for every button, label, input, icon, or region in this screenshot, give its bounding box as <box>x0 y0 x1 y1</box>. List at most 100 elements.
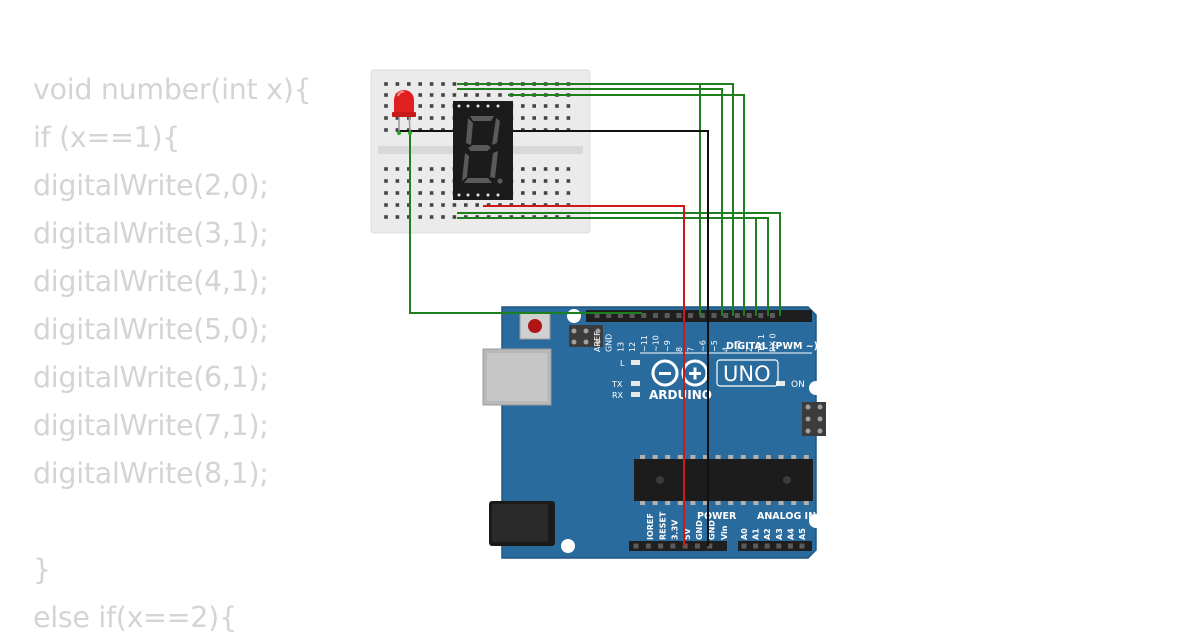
breadboard-hole <box>464 93 468 97</box>
breadboard-hole <box>384 93 388 97</box>
breadboard-hole <box>395 128 400 132</box>
breadboard-hole <box>429 179 434 183</box>
breadboard-hole <box>429 191 434 195</box>
breadboard-hole <box>532 191 536 195</box>
analog-header <box>738 541 812 551</box>
digital-header-pins <box>594 313 775 318</box>
header-pin <box>746 313 752 318</box>
breadboard-hole <box>532 104 536 108</box>
digital-pin-label: 4 <box>722 347 731 352</box>
breadboard-hole <box>429 116 434 120</box>
breadboard-hole <box>395 215 400 219</box>
code-line: if (x==1){ <box>33 121 181 154</box>
analog-pin-label: A2 <box>763 528 772 540</box>
header-pin <box>787 543 793 549</box>
breadboard-hole <box>418 191 422 195</box>
breadboard-hole <box>566 116 571 120</box>
breadboard-hole <box>384 167 388 171</box>
breadboard-hole <box>407 179 411 183</box>
breadboard-hole <box>418 167 422 171</box>
power-pin-label: GND <box>708 520 717 540</box>
digital-pin-label: 8 <box>675 347 684 352</box>
breadboard-hole <box>418 104 422 108</box>
breadboard-hole <box>395 179 400 183</box>
breadboard-hole <box>441 179 445 183</box>
code-line: digitalWrite(8,1); <box>33 457 269 490</box>
red-led-icon <box>392 90 416 135</box>
analog-pin-label: A1 <box>752 528 761 540</box>
power-header <box>629 541 727 551</box>
code-line: digitalWrite(5,0); <box>33 313 269 346</box>
header-pin <box>670 543 676 549</box>
tx-led-label: TX <box>611 380 623 389</box>
breadboard-hole <box>452 82 457 86</box>
breadboard-hole <box>555 104 559 108</box>
header-pin <box>617 313 623 318</box>
breadboard-hole <box>521 116 525 120</box>
breadboard-hole <box>407 215 411 219</box>
breadboard-hole <box>384 215 388 219</box>
digital-pin-label: 7 <box>687 347 696 352</box>
breadboard-hole <box>429 93 434 97</box>
code-line: digitalWrite(3,1); <box>33 217 269 250</box>
uno-badge <box>716 359 779 387</box>
analog-pin-label: A5 <box>798 528 807 540</box>
breadboard-hole <box>407 82 411 86</box>
breadboard-hole <box>429 167 434 171</box>
breadboard-hole <box>452 215 457 219</box>
wire-green-led <box>409 130 642 314</box>
breadboard-hole <box>395 191 400 195</box>
header-pin <box>707 543 713 549</box>
breadboard-hole <box>521 179 525 183</box>
breadboard-hole <box>441 167 445 171</box>
breadboard-hole <box>429 104 434 108</box>
wire-green <box>457 212 781 316</box>
code-line: digitalWrite(2,0); <box>33 169 269 202</box>
seven-segment-display-icon <box>453 101 513 200</box>
breadboard-hole <box>441 191 445 195</box>
code-line: digitalWrite(4,1); <box>33 265 269 298</box>
breadboard-hole <box>475 93 479 97</box>
header-pin <box>699 313 705 318</box>
breadboard-hole <box>384 116 388 120</box>
breadboard-hole <box>452 203 457 207</box>
breadboard-hole <box>418 116 422 120</box>
breadboard-hole <box>486 93 491 97</box>
breadboard-hole <box>395 116 400 120</box>
breadboard-hole <box>532 179 536 183</box>
header-pin <box>764 543 770 549</box>
code-line: else if(x==2){ <box>33 601 237 634</box>
breadboard-hole <box>429 82 434 86</box>
breadboard-hole <box>407 203 411 207</box>
mounting-hole <box>561 539 575 553</box>
l-led-label: L <box>620 359 625 368</box>
wire-green <box>457 88 723 316</box>
header-pin <box>606 313 612 318</box>
breadboard-hole <box>418 179 422 183</box>
analog-section-label: ANALOG IN <box>757 511 816 522</box>
header-pin <box>734 313 740 318</box>
breadboard-hole <box>407 191 411 195</box>
breadboard-hole <box>555 179 559 183</box>
header-pin <box>770 313 775 318</box>
header-pin <box>695 543 700 549</box>
breadboard-hole <box>441 93 445 97</box>
breadboard-hole <box>407 167 411 171</box>
digital-pin-label: ~9 <box>663 340 672 352</box>
digital-pin-label: 13 <box>616 342 625 352</box>
power-section-label: POWER <box>697 511 737 522</box>
breadboard-hole <box>498 93 502 97</box>
header-pin <box>753 543 759 549</box>
breadboard-hole <box>566 179 571 183</box>
power-pin-label: Vin <box>720 525 729 540</box>
breadboard-hole <box>384 104 388 108</box>
breadboard-hole <box>384 179 388 183</box>
breadboard-hole <box>532 167 536 171</box>
breadboard-hole <box>395 167 400 171</box>
wire-red-5v <box>483 205 685 546</box>
